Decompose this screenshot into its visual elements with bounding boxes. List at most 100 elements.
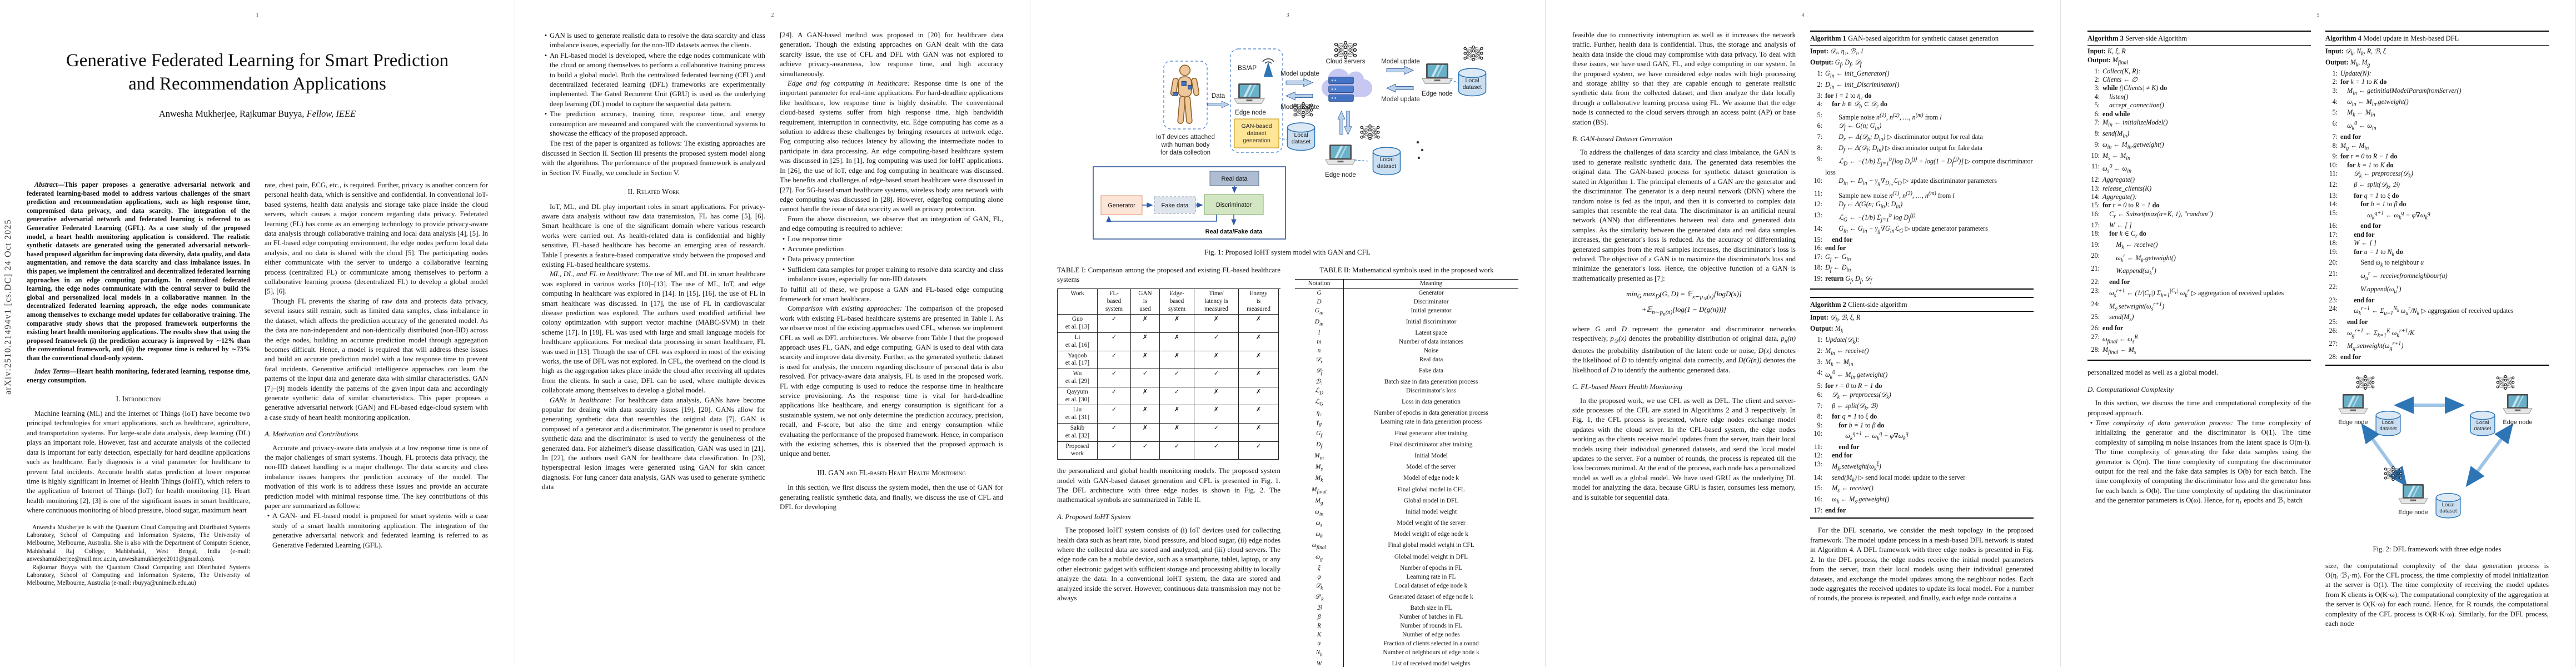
algorithm-line: 16: Cr ← Subset(max(α∗K, 1), "random") — [2091, 210, 2213, 220]
algorithm-line: 12: β ← split(𝒟k, ℬ) — [2329, 180, 2400, 191]
algorithm-4-title: Model update in Mesh-based DFL — [2363, 34, 2459, 42]
page-number: 5 — [2316, 12, 2320, 18]
paragraph: GANs in healthcare: For healthcare data … — [542, 396, 765, 491]
edge-node-label: Edge node — [1325, 172, 1356, 178]
algorithm-line: 8: Df ← Δ(𝒟f; Din) ▷ discriminator outpu… — [1817, 143, 1983, 154]
svg-text:Local: Local — [2477, 420, 2489, 426]
authors: Anwesha Mukherjee, Rajkumar Buyya, Fello… — [50, 108, 465, 120]
algorithm-1-number: Algorithm 1 — [1810, 34, 1846, 42]
algorithm-line: 23: end for — [2329, 296, 2375, 304]
subsection-motivation: A. Motivation and Contributions — [265, 430, 358, 439]
svg-text:dataset: dataset — [1463, 84, 1482, 91]
algorithm-line: 16: ωk ← Ms.getweight() — [1813, 495, 1890, 505]
svg-text:with human body: with human body — [1161, 142, 1210, 148]
svg-text:Local: Local — [2442, 502, 2455, 508]
algorithm-io-line: Input: 𝒟k, Nk, R, ℬ, ξ — [2325, 47, 2386, 57]
algorithm-line: 4: ωin ← Min.getweight() — [2332, 97, 2409, 108]
edge-laptop-icon — [2398, 484, 2428, 504]
svg-text:generation: generation — [1243, 137, 1270, 144]
paragraph: [24]. A GAN-based method was proposed in… — [780, 31, 1003, 78]
bullet-item: •Time complexity of data generation proc… — [2087, 419, 2311, 506]
page4-column-2: Algorithm 1 GAN-based algorithm for synt… — [1810, 31, 2034, 604]
server-stack-icon — [1328, 77, 1354, 102]
bullet-item: •A GAN- and FL-based model is proposed f… — [265, 511, 488, 550]
fake-data-label: Fake data — [1162, 202, 1189, 209]
table2-header: Meaning — [1344, 280, 1518, 289]
neural-network-icon — [2496, 375, 2515, 390]
paragraph: For the DFL scenario, we consider the me… — [1810, 526, 2034, 603]
gan-flow-arrows — [1106, 186, 1237, 226]
page5-column-2: Algorithm 4 Model update in Mesh-based D… — [2325, 31, 2549, 629]
model-update-arrow-left — [1386, 83, 1414, 93]
model-update-arrow-right — [1386, 66, 1414, 75]
algorithm-io-line: Input: K, ξ, R — [2087, 47, 2126, 56]
edge-node-label: Edge node — [1422, 91, 1453, 97]
bullet-item: •The prediction accuracy, training time,… — [542, 109, 765, 138]
algorithm-line: 11: 𝒟k ← preprocess(𝒟k) — [2329, 170, 2413, 180]
algorithm-line: 14: Gin ← Gin − γg∇GinℒG ▷ update genera… — [1813, 224, 1988, 235]
model-update-arrow-down — [1344, 111, 1352, 135]
fake-data-box — [1154, 196, 1196, 214]
bullet-item: •Sufficient data samples for proper trai… — [780, 265, 1003, 285]
paragraph: size, the computational complexity of th… — [2325, 561, 2549, 628]
algorithm-line: 25: send(Ms) — [2091, 313, 2134, 323]
paragraph: personalized model as well as a global m… — [2087, 369, 2219, 377]
page2-column-2: [24]. A GAN-based method was proposed in… — [780, 31, 1003, 512]
algorithm-line: 11: Sample new noise n(1), n(2), …, n(m)… — [1813, 189, 1955, 200]
page1-column-1: Abstract—This paper proposes a generativ… — [27, 181, 250, 588]
page-1: 1 arXiv:2510.21494v1 [cs.DC] 24 Oct 2025… — [0, 0, 515, 667]
algorithm-line: 19:return Gf, Df, 𝒟f — [1813, 275, 1872, 285]
svg-text:dataset: dataset — [2379, 426, 2397, 432]
algorithm-line: 10: ωkq+1 ← ωkq − φ∇ωkq — [1813, 430, 1909, 442]
algorithm-line: 3:Mk ← Min — [1817, 357, 1853, 368]
bullet-item: •Data privacy protection — [780, 255, 1003, 264]
paragraph: To address the challenges of data scarci… — [1572, 148, 1796, 282]
algorithm-line: 7:Min ← initializeModel() — [2094, 118, 2168, 128]
data-label: Data — [1212, 93, 1225, 99]
algorithm-line: 9: for b = 1 to β do — [1817, 421, 1885, 429]
svg-text:dataset: dataset — [1247, 130, 1267, 137]
algorithm-io-line: Input: 𝒟r, η₁, ℬ₁, l — [1810, 47, 1863, 57]
gan-objective-equation: minG maxD(G, D) = 𝔼x∼p𝒟(x)[logD(x)] +𝔼n∼… — [1626, 290, 1742, 317]
edge-node-label: Edge node — [1235, 109, 1266, 116]
bullet-dot: • — [782, 255, 785, 263]
paragraph: Machine learning (ML) and the Internet o… — [27, 410, 250, 515]
model-update-label: Model update — [1280, 71, 1319, 77]
footnote: Rajkumar Buyya with the Quantum Cloud Co… — [27, 564, 250, 587]
algorithm-line: 8:send(Min) — [2094, 129, 2130, 140]
svg-text:dataset: dataset — [1377, 163, 1397, 170]
gan-dataset-generation-box — [1234, 118, 1279, 148]
bullet-dot: • — [544, 32, 547, 39]
page-number: 1 — [256, 12, 259, 18]
page1-column-2: rate, chest pain, ECG, etc., is required… — [265, 181, 488, 551]
algorithm-line: 25: end for — [2329, 318, 2368, 326]
algorithm-line: 4: for b ∈ 𝒟b ⊂ 𝒟r do — [1817, 100, 1887, 110]
algorithm-line: 15: end for — [1813, 235, 1853, 243]
paragraph: Though FL prevents the sharing of raw da… — [265, 297, 488, 421]
algorithm-line: 4:ωk0 ← Min.getweight() — [1817, 369, 1888, 381]
subsection-gan-dataset-generation: B. GAN-based Dataset Generation — [1572, 135, 1672, 143]
generator-label: Generator — [1108, 202, 1135, 209]
algorithm-line: 8: for q = 1 to ξ do — [1817, 412, 1877, 421]
svg-text:Local: Local — [2382, 420, 2395, 426]
model-update-label: Model update — [1381, 96, 1420, 103]
algorithm-line: 27: Mg.setweight(ωgr+1) — [2329, 340, 2404, 352]
section-heading-introduction: I. Introduction — [116, 394, 161, 403]
page-5: 5 Algorithm 3 Server-side Algorithm Inpu… — [2061, 0, 2576, 667]
algorithm-line: 10: for k = 1 to K do — [2329, 161, 2394, 169]
human-sensors-box — [1163, 61, 1208, 130]
edge-dataset-connector — [1449, 79, 1458, 83]
real-data-box — [1209, 171, 1259, 186]
algorithm-io-line: Output: Mk — [1810, 325, 1843, 335]
author-title: Fellow, IEEE — [306, 108, 356, 119]
algorithm-1-title: GAN-based algorithm for synthetic datase… — [1848, 34, 1999, 42]
section-heading-related-work: II. Related Work — [627, 187, 680, 196]
